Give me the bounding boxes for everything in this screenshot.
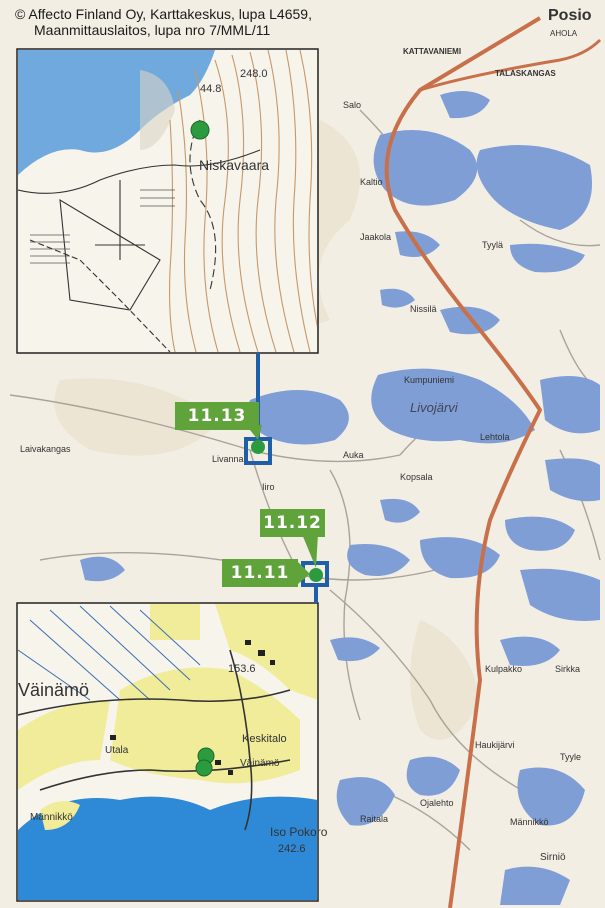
inset-bottom-utala: Utala <box>105 745 129 756</box>
copyright-line-2: Maanmittauslaitos, lupa nro 7/MML/11 <box>34 22 271 38</box>
inset-top-place: Niskavaara <box>199 157 269 173</box>
label-pointer-1112 <box>302 534 318 568</box>
place-kopsala: Kopsala <box>400 472 433 482</box>
place-kattavaniemi: KATTAVANIEMI <box>403 47 461 56</box>
inset-bottom-roads <box>18 649 291 831</box>
place-nissila: Nissilä <box>410 304 437 314</box>
copyright-line-1: © Affecto Finland Oy, Karttakeskus, lupa… <box>15 6 312 22</box>
lakes <box>80 91 600 905</box>
inset-top-elev2: 44.8 <box>200 83 221 95</box>
inset-bottom-mannikko: Männikkö <box>30 812 73 823</box>
place-kaltio: Kaltio <box>360 177 383 187</box>
inset-bottom-keskitalo: Keskitalo <box>242 733 287 745</box>
inset-map-top <box>16 48 319 354</box>
place-sirnio: Sirniö <box>540 852 566 863</box>
inset-bottom-site-marker-b <box>195 759 213 777</box>
place-ahola: AHOLA <box>550 29 578 38</box>
place-auka: Auka <box>343 450 364 460</box>
inset-bottom-iso-pokoro: Iso Pokoro <box>270 825 328 839</box>
place-posio: Posio <box>548 7 592 24</box>
copyright-notice: © Affecto Finland Oy, Karttakeskus, lupa… <box>15 6 375 38</box>
place-kulpakko: Kulpakko <box>485 664 522 674</box>
inset-top-paths <box>18 119 261 352</box>
inset-top-lake <box>18 50 215 175</box>
place-tyyle: Tyyle <box>560 752 581 762</box>
place-livojarvi: Livojärvi <box>410 400 459 415</box>
place-jaakola: Jaakola <box>360 232 391 242</box>
place-raitala: Raitala <box>360 814 388 824</box>
place-ojalehto: Ojalehto <box>420 798 454 808</box>
inset-bottom-vainamo-small: Väinämö <box>240 758 280 769</box>
place-iiro: Iiro <box>262 482 275 492</box>
site-dot-1113 <box>251 440 265 454</box>
place-laivakangas: Laivakangas <box>20 444 71 454</box>
place-tyyla: Tyylä <box>482 240 503 250</box>
site-label-1111: 11.11 <box>222 559 298 587</box>
place-kumpuniemi: Kumpuniemi <box>404 375 454 385</box>
inset-bottom-elev: 242.6 <box>278 843 306 855</box>
inset-top-site-marker <box>190 120 210 140</box>
inset-top-contours <box>169 50 317 352</box>
site-label-1112: 11.12 <box>260 509 325 537</box>
inset-bottom-place: Väinämö <box>18 680 89 700</box>
inset-bottom-fields <box>18 604 317 790</box>
place-mannikko: Männikkö <box>510 817 549 827</box>
inset-top-marsh <box>30 189 175 264</box>
inset-top-elev1: 248.0 <box>240 68 268 80</box>
label-pointer-1111 <box>298 562 310 584</box>
place-livanna: Livanna <box>212 454 244 464</box>
place-salo: Salo <box>343 100 361 110</box>
place-lehtola: Lehtola <box>480 432 510 442</box>
inset-map-bottom <box>16 602 319 902</box>
inset-bottom-buildings <box>110 640 275 775</box>
inset-bottom-elev2: 153.6 <box>228 663 256 675</box>
site-dot-1111 <box>309 568 323 582</box>
inset-bottom-lake <box>18 796 317 900</box>
site-label-1113: 11.13 <box>175 402 259 430</box>
highway <box>384 16 542 908</box>
inset-bottom-ditches <box>18 605 201 701</box>
place-talaskangas: TALASKANGAS <box>495 69 556 78</box>
place-sirkka: Sirkka <box>555 664 580 674</box>
highway-branch <box>419 38 602 92</box>
place-haukijarvi: Haukijärvi <box>475 740 515 750</box>
